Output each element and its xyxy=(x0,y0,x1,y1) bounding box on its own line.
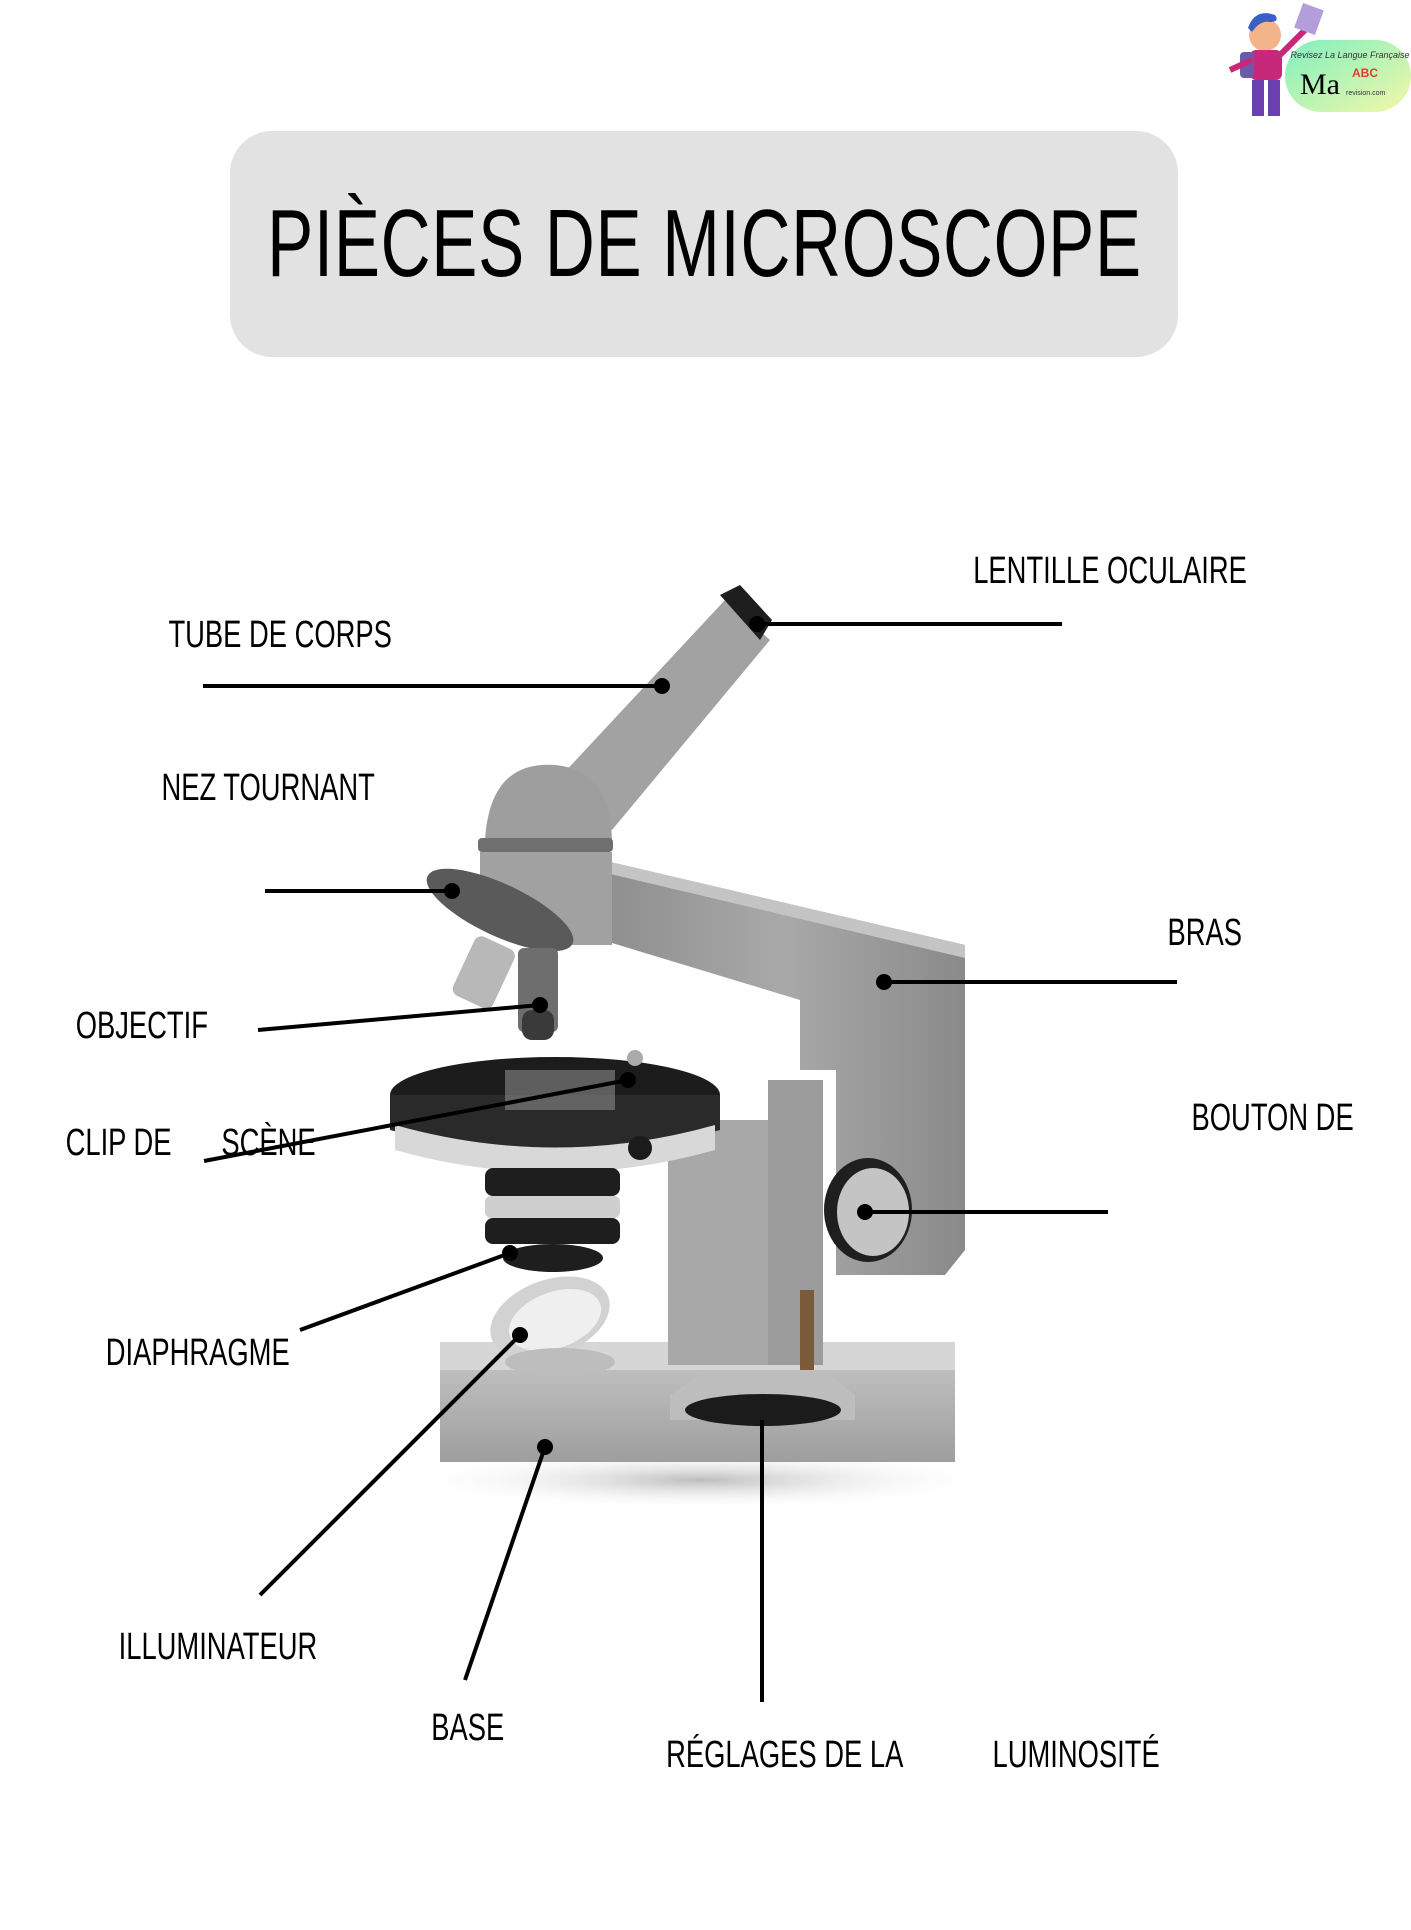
site-logo[interactable]: Revisez La Langue Française Ma ABC revis… xyxy=(1200,0,1411,140)
title-banner: PIÈCES DE MICROSCOPE xyxy=(230,131,1178,357)
label-objectif: OBJECTIF xyxy=(75,1005,208,1047)
label-tube-de-corps: TUBE DE CORPS xyxy=(168,614,392,656)
logo-brand: Ma xyxy=(1300,68,1340,101)
pointer-lines xyxy=(203,622,1177,1702)
logo-domain: revision.com xyxy=(1346,90,1386,97)
label-bouton-reglage-grossier: BOUTON DE RÉGLAGE GROSSIER xyxy=(1191,1097,1354,1139)
logo-badge: ABC xyxy=(1352,66,1378,80)
label-diaphragme: DIAPHRAGME xyxy=(105,1332,290,1374)
label-clip-de-scene: CLIP DE SCÈNE xyxy=(65,1122,316,1164)
logo-tagline: Revisez La Langue Française xyxy=(1290,50,1410,60)
student-mascot-icon xyxy=(1228,3,1411,116)
label-lentille-oculaire: LENTILLE OCULAIRE xyxy=(973,550,1247,592)
label-reglages-luminosite: RÉGLAGES DE LA LUMINOSITÉ xyxy=(666,1734,1160,1776)
label-nez-tournant: NEZ TOURNANT xyxy=(161,767,375,809)
page-title: PIÈCES DE MICROSCOPE xyxy=(266,190,1142,297)
label-bras: BRAS xyxy=(1167,912,1243,954)
label-base: BASE xyxy=(430,1707,504,1749)
pointer-dots xyxy=(444,616,892,1455)
label-illuminateur: ILLUMINATEUR xyxy=(118,1626,318,1668)
microscope-illustration xyxy=(390,585,1000,1510)
